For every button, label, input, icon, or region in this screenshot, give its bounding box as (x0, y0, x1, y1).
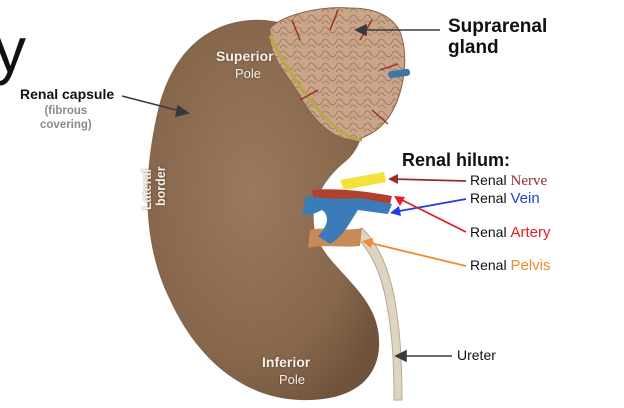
gland-fat-border (268, 35, 363, 142)
superior-pole-label: Pole (235, 66, 262, 81)
suprarenal-vein-stub (388, 68, 411, 79)
renal-hilum-heading: Renal hilum: (402, 150, 511, 170)
renal-nerve-prefix: Renal (470, 172, 507, 188)
renal-nerve-label: Renal Nerve (470, 172, 547, 190)
superior-pole-label-bold: Superior (216, 48, 274, 64)
renal-vein-shape (302, 196, 392, 244)
renal-artery-term: Artery (510, 224, 551, 241)
renal-vein-term: Vein (510, 190, 540, 207)
lateral-border-label-2: border (154, 166, 168, 206)
renal-pelvis-prefix: Renal (470, 257, 507, 273)
label-arrows (121, 23, 452, 363)
renal-nerve-shape (340, 172, 386, 190)
renal-pelvis-label: Renal Pelvis (470, 257, 551, 274)
suprarenal-gland-label: Suprarenal gland (448, 16, 548, 58)
renal-vein-label: Renal Vein (470, 190, 540, 207)
inferior-pole-label-bold: Inferior (262, 354, 311, 370)
renal-capsule-note: (fibrous covering) (40, 105, 92, 131)
lateral-border-label-1: Lateral (140, 169, 154, 210)
renal-nerve-term: Nerve (510, 173, 548, 189)
slide-title-fragment: y (0, 14, 26, 86)
renal-vein-prefix: Renal (470, 190, 507, 206)
ureter-label: Ureter (457, 347, 496, 363)
suprarenal-gland (269, 7, 406, 141)
inferior-pole-label: Pole (279, 372, 306, 387)
renal-artery-prefix: Renal (470, 224, 507, 240)
renal-pelvis-term: Pelvis (510, 257, 551, 274)
hilum-arrows (362, 174, 467, 267)
renal-artery-label: Renal Artery (470, 224, 551, 241)
renal-capsule-label: Renal capsule (20, 86, 115, 102)
ureter (354, 227, 403, 401)
